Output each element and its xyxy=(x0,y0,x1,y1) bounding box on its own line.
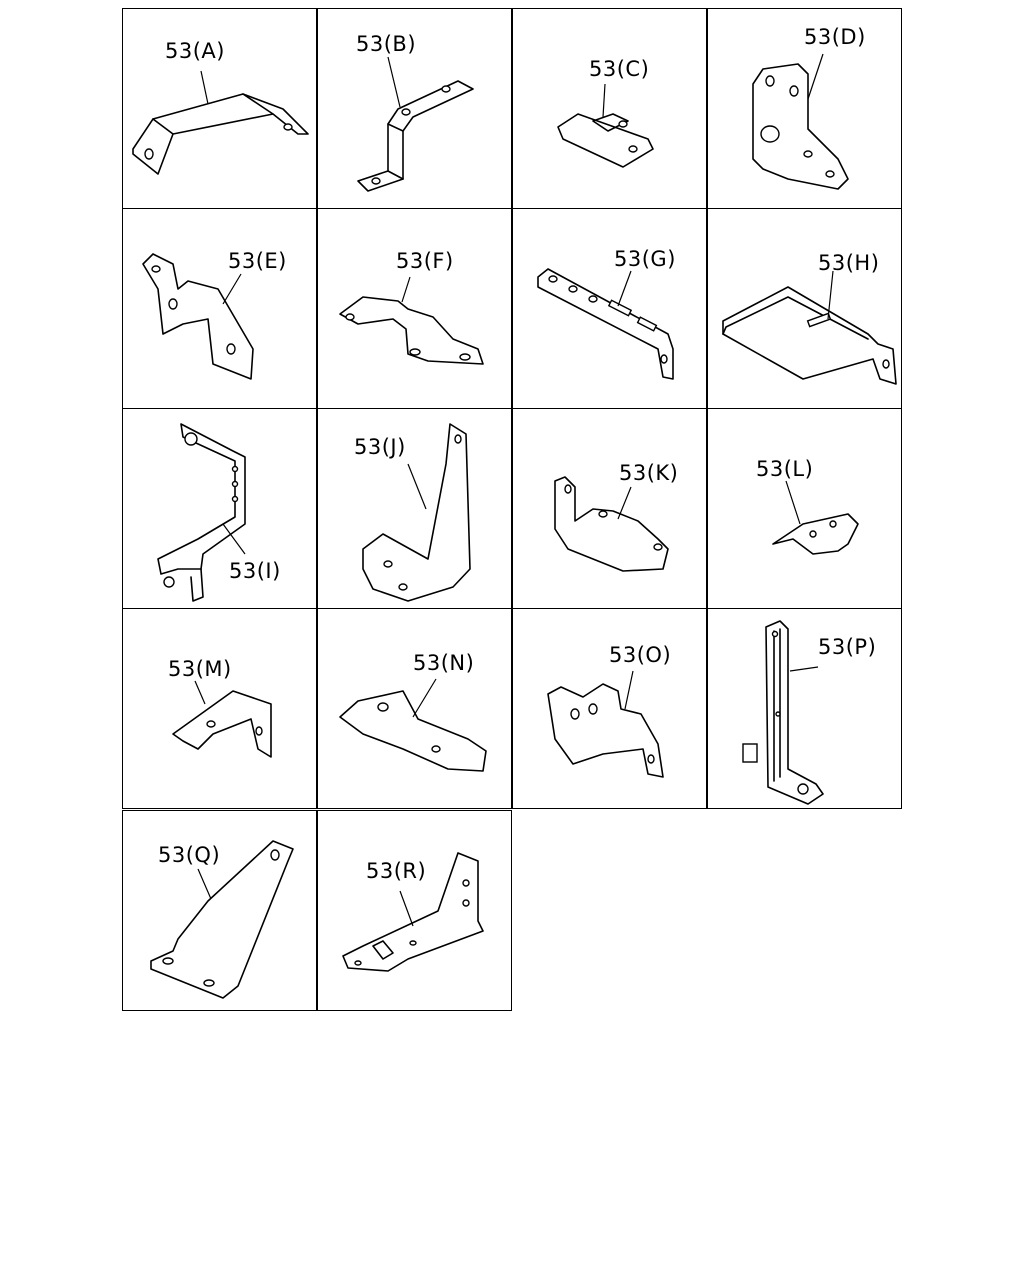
bracket-b-drawing xyxy=(357,56,474,192)
bracket-k-drawing xyxy=(554,476,669,572)
part-label-p: 53(P) xyxy=(818,635,877,659)
bracket-p-drawing xyxy=(742,620,824,805)
part-label-g: 53(G) xyxy=(614,247,676,271)
part-cell-h: 53(H) xyxy=(707,208,902,409)
bracket-a-drawing xyxy=(132,70,309,175)
part-cell-j: 53(J) xyxy=(317,408,512,609)
part-cell-f: 53(F) xyxy=(317,208,512,409)
part-label-h: 53(H) xyxy=(818,251,880,275)
part-cell-a: 53(A) xyxy=(122,8,317,209)
part-label-k: 53(K) xyxy=(619,461,679,485)
part-label-e: 53(E) xyxy=(228,249,287,273)
part-cell-o: 53(O) xyxy=(512,608,707,809)
part-label-q: 53(Q) xyxy=(158,843,221,867)
bracket-q-drawing xyxy=(150,840,294,999)
part-cell-d: 53(D) xyxy=(707,8,902,209)
part-label-m: 53(M) xyxy=(168,657,232,681)
part-cell-p: 53(P) xyxy=(707,608,902,809)
bracket-h-drawing xyxy=(722,270,897,385)
part-cell-g: 53(G) xyxy=(512,208,707,409)
bracket-r-drawing xyxy=(342,852,484,972)
bracket-j-drawing xyxy=(362,423,471,602)
part-label-a: 53(A) xyxy=(165,39,225,63)
bracket-i-drawing xyxy=(157,423,246,602)
part-cell-e: 53(E) xyxy=(122,208,317,409)
bracket-g-drawing xyxy=(537,268,674,380)
part-cell-k: 53(K) xyxy=(512,408,707,609)
part-cell-q: 53(Q) xyxy=(122,810,317,1011)
bracket-n-drawing xyxy=(339,678,487,772)
bracket-c-drawing xyxy=(557,83,654,168)
part-label-c: 53(C) xyxy=(589,57,650,81)
part-label-i: 53(I) xyxy=(229,559,281,583)
part-label-f: 53(F) xyxy=(396,249,454,273)
part-label-d: 53(D) xyxy=(804,25,866,49)
bracket-d-drawing xyxy=(752,53,849,190)
part-cell-b: 53(B) xyxy=(317,8,512,209)
part-label-o: 53(O) xyxy=(609,643,672,667)
part-cell-c: 53(C) xyxy=(512,8,707,209)
part-cell-n: 53(N) xyxy=(317,608,512,809)
part-cell-r: 53(R) xyxy=(317,810,512,1011)
part-label-n: 53(N) xyxy=(413,651,475,675)
bracket-l-drawing xyxy=(772,480,859,555)
bracket-e-drawing xyxy=(142,253,254,380)
part-label-l: 53(L) xyxy=(756,457,814,481)
part-label-j: 53(J) xyxy=(354,435,406,459)
bracket-m-drawing xyxy=(172,680,272,758)
part-cell-m: 53(M) xyxy=(122,608,317,809)
part-label-b: 53(B) xyxy=(356,32,417,56)
part-cell-i: 53(I) xyxy=(122,408,317,609)
part-cell-l: 53(L) xyxy=(707,408,902,609)
part-label-r: 53(R) xyxy=(366,859,427,883)
bracket-f-drawing xyxy=(339,276,484,365)
bracket-o-drawing xyxy=(547,670,664,778)
